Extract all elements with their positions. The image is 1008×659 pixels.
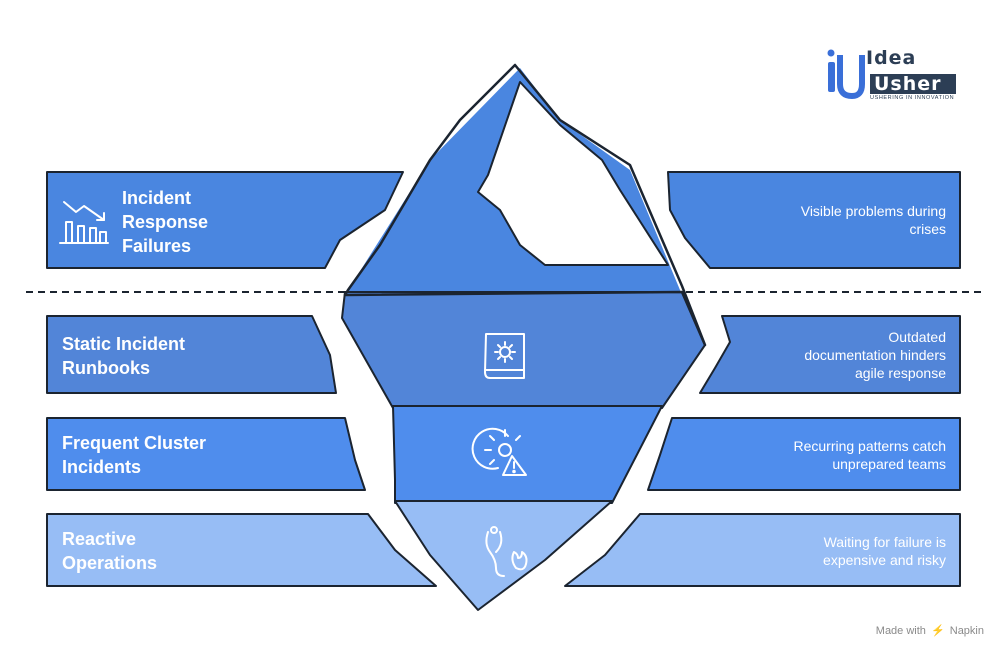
- right-panel-frequent-cluster: [647, 417, 961, 491]
- left-panel-reactive-ops: [46, 513, 437, 587]
- iceberg-tip-outline: [343, 63, 707, 347]
- brand-word-idea: Idea: [866, 47, 917, 69]
- right-panel-static-runbooks: [699, 315, 961, 394]
- layer-description-reactive-ops: Waiting for failure is expensive and ris…: [823, 534, 946, 568]
- layer-label-static-runbooks: Static Incident Runbooks: [62, 334, 186, 378]
- stethoscope-fire-icon: [485, 526, 528, 577]
- iceberg-section-cluster: [392, 405, 663, 504]
- layer-description-frequent-cluster: Recurring patterns catch unprepared team…: [793, 438, 946, 472]
- made-with-credit[interactable]: Made with ⚡ Napkin: [876, 624, 984, 637]
- credit-prefix: Made with: [875, 625, 926, 637]
- right-panel-incident-response: [667, 171, 961, 269]
- layer-description-static-runbooks: Outdated documentation hinders agile res…: [804, 329, 946, 381]
- left-panel-frequent-cluster: [46, 417, 366, 491]
- credit-brand: Napkin: [949, 625, 984, 637]
- gear-manual-icon: [484, 333, 525, 379]
- brand-logo-mark: [827, 49, 956, 100]
- right-panel-reactive-ops: [564, 513, 961, 587]
- layer-label-frequent-cluster: Frequent Cluster Incidents: [62, 433, 207, 477]
- layer-label-reactive-ops: Reactive Operations: [62, 529, 158, 573]
- brand-word-usher: Usher: [874, 73, 942, 95]
- left-panel-static-runbooks: [46, 315, 337, 394]
- brand-tagline: USHERING IN INNOVATION: [870, 95, 955, 101]
- left-panel-incident-response: [46, 171, 404, 269]
- iceberg-section-reactive: [394, 500, 613, 611]
- iceberg-snow-cap: [477, 81, 669, 266]
- gear-warning-icon: [471, 427, 527, 476]
- napkin-logo-icon: ⚡: [930, 625, 945, 637]
- layer-description-incident-response: Visible problems during crises: [800, 203, 946, 237]
- layer-label-incident-response: Incident Response Failures: [122, 188, 209, 256]
- declining-chart-icon: [59, 201, 109, 244]
